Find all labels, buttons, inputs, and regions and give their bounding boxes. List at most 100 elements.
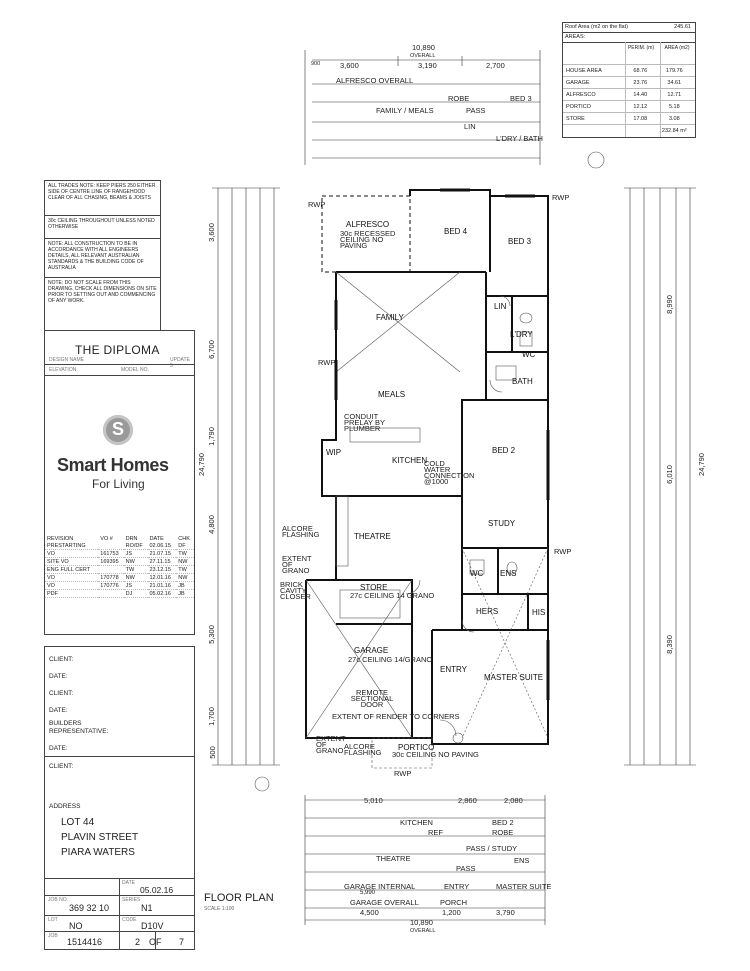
address-block: CLIENT: ADDRESS LOT 44 PLAVIN STREET PIA…	[44, 756, 195, 880]
note-scale: NOTE: DO NOT SCALE FROM THIS DRAWING. CH…	[48, 280, 157, 304]
bottom-bed2: BED 2	[492, 818, 514, 827]
room-wc: WC	[522, 350, 536, 359]
room-kitchen: KITCHEN	[392, 456, 428, 465]
smart-homes-logo-icon: S	[103, 415, 133, 445]
room-bed3: BED 3	[508, 237, 532, 246]
roof-area-table: Roof Area (m2 on the flat) 245.61 AREAS:…	[562, 22, 696, 138]
sheet-of: OF	[149, 937, 162, 947]
builder-rep-label: BUILDERS REPRESENTATIVE:	[49, 720, 109, 735]
date-label-2: DATE:	[49, 707, 68, 714]
address-line2: PLAVIN STREET	[61, 832, 139, 843]
job-label: JOB NO.	[48, 897, 69, 903]
left-dim-c: 1,790	[206, 427, 216, 446]
garage-door-note: REMOTE SECTIONAL DOOR	[350, 688, 394, 709]
left-overall-dim: 24,790	[196, 453, 206, 476]
client-name-label: CLIENT:	[49, 763, 74, 770]
col-perim: PERIM. (m)	[627, 45, 655, 51]
right-dim-c: 8,390	[664, 635, 674, 654]
bottom-dim-3: 2,080	[504, 796, 523, 805]
conduit-note: CONDUIT PRELAY BY PLUMBER	[344, 412, 385, 433]
store-note: 27c CEILING 14 GRANO	[350, 591, 435, 600]
left-dim-f: 1,700	[206, 707, 216, 726]
note-trades: ALL TRADES NOTE: KEEP PIERS 250 EITHER S…	[45, 181, 160, 216]
room-bath: BATH	[512, 377, 533, 386]
room-ldry: L'DRY	[510, 330, 533, 339]
alcore-flashing-2: ALCORE FLASHING	[344, 742, 382, 757]
left-dim-g: 500	[207, 746, 217, 759]
bottom-theatre: THEATRE	[376, 854, 411, 863]
alfresco-note: 30c RECESSED CEILING NO PAVING	[340, 229, 396, 250]
top-family-label: FAMILY / MEALS	[376, 106, 434, 115]
address-label: ADDRESS	[49, 803, 81, 810]
room-study: STUDY	[488, 519, 516, 528]
room-bed4: BED 4	[444, 227, 468, 236]
job-value: 369 32 10	[69, 903, 110, 913]
brand-name: Smart Homes	[57, 455, 169, 475]
room-garage: GARAGE	[354, 646, 389, 655]
client-signoff: CLIENT: DATE: CLIENT: DATE: BUILDERS REP…	[44, 646, 195, 758]
bottom-garage-ov: GARAGE OVERALL	[350, 898, 419, 907]
note-ceiling: 30c CEILING THROUGHOUT UNLESS NOTED OTHE…	[45, 216, 160, 239]
top-lin-label: LIN	[464, 122, 476, 131]
bottom-garage-int: GARAGE INTERNAL	[344, 882, 416, 891]
top-pass-label: PASS	[466, 106, 486, 115]
note-construction: NOTE: ALL CONSTRUCTION TO BE IN ACCORDAN…	[45, 239, 160, 278]
room-wip: WIP	[326, 448, 342, 457]
left-dim-a: 3,600	[206, 223, 216, 242]
room-theatre: THEATRE	[354, 532, 391, 541]
bottom-master: MASTER SUITE	[496, 882, 552, 891]
top-dim-1: 3,600	[340, 61, 359, 70]
bottom-g3: 3,790	[496, 908, 515, 917]
bottom-g1: 4,500	[360, 908, 379, 917]
top-overall-dim: 10,890	[412, 43, 435, 52]
bottom-ref: REF	[428, 828, 443, 837]
room-wc-ens: WC	[470, 569, 484, 578]
design-sub4: MODEL NO.	[121, 367, 149, 373]
room-store: STORE	[360, 583, 388, 592]
bottom-entry: ENTRY	[444, 882, 470, 891]
rwp-4: RWP	[554, 547, 572, 556]
bottom-overall-dim: 10,890	[410, 918, 433, 927]
job2-value: 1514416	[67, 937, 103, 947]
grano-extent-2: EXTENT OF GRANO	[316, 734, 346, 755]
rwp-1: RWP	[308, 200, 326, 209]
col-area: AREA (m2)	[664, 45, 690, 51]
room-portico: PORTICO	[398, 743, 435, 752]
table-row: 232.84 m²	[563, 124, 695, 136]
lot-value: NO	[69, 921, 83, 931]
bottom-study: PASS / STUDY	[466, 844, 518, 853]
date-label-3: DATE:	[49, 745, 68, 752]
room-lin: LIN	[494, 302, 507, 311]
alcore-flashing-1: ALCORE FLASHING	[282, 524, 320, 539]
areas-label: AREAS:	[565, 34, 586, 40]
design-sub3: ELEVATION	[49, 367, 77, 373]
bottom-robe: ROBE	[492, 828, 514, 837]
sheet-number: 2	[135, 937, 141, 947]
series-label: SERIES	[122, 897, 141, 903]
right-dim-a: 8,990	[664, 295, 674, 314]
top-ldry-label: L'DRY / BATH	[496, 134, 543, 143]
job2-label: JOB	[48, 933, 58, 939]
bottom-g5: 5,990	[360, 890, 376, 896]
address-line3: PIARA WATERS	[61, 847, 135, 858]
sheet-total: 7	[179, 937, 185, 947]
cold-water-note: COLD WATER CONNECTION @1000	[424, 459, 475, 486]
rwp-5: RWP	[394, 769, 412, 778]
room-meals: MEALS	[378, 390, 406, 399]
top-overall-label: OVERALL	[410, 53, 436, 59]
bottom-porch: PORCH	[440, 898, 468, 907]
garage-note: 27c CEILING 14/GRANO	[348, 655, 433, 664]
top-dim-2: 3,190	[418, 61, 437, 70]
notes-panel: ALL TRADES NOTE: KEEP PIERS 250 EITHER S…	[44, 180, 161, 332]
design-block: THE DIPLOMA DESIGN NAME UPDATE 5 ELEVATI…	[44, 330, 195, 536]
right-overall-dim: 24,790	[696, 453, 706, 476]
roof-area-title: Roof Area (m2 on the flat)	[565, 24, 628, 30]
